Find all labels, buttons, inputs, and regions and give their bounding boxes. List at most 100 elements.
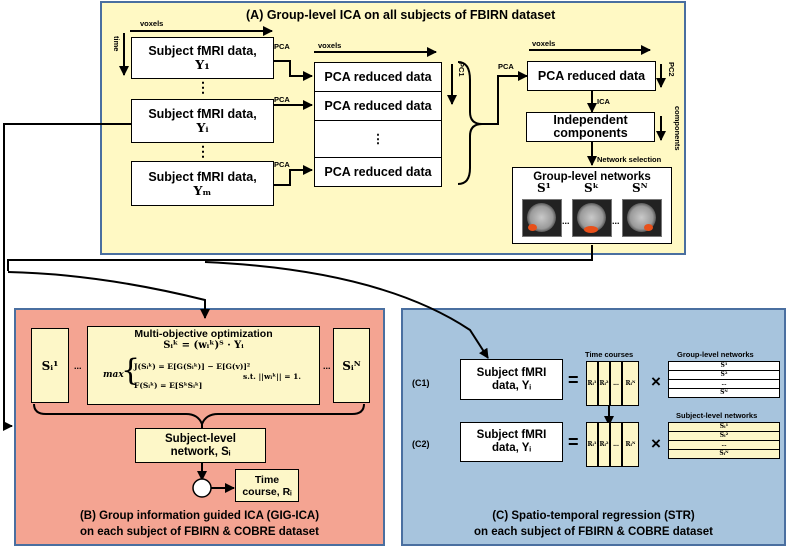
network-sk-label: Sᵏ [584, 181, 599, 195]
pca-reduced-final-text: PCA reduced data [537, 69, 646, 83]
opt-equation-2: J(Sᵢᵏ) = E[G(Sᵢᵏ)] − E[G(v)]² [134, 362, 251, 371]
subject-map-sn-text: Sᵢᴺ [342, 358, 361, 373]
network-sn-label: Sᴺ [632, 181, 648, 195]
group-level-networks-title: Group-level networks [533, 171, 651, 183]
pca-label-1: PCA [274, 42, 290, 51]
independent-components-box: Independent components [526, 112, 655, 142]
axis-time-label: time [112, 36, 121, 52]
c1-equals: = [568, 370, 579, 390]
subject-i-box: Subject fMRI data, Yᵢ [131, 99, 274, 143]
brain-map-1 [522, 199, 562, 237]
c2-time-course-matrix: Rᵢ¹ Rᵢ² ... Rᵢᴺ [586, 422, 639, 467]
independent-components-text: Independent components [553, 113, 628, 140]
subject-level-network-line1: Subject-level [165, 432, 236, 445]
brain-dots-1: ... [562, 216, 570, 226]
c2-subject-line1: Subject fMRI [476, 429, 547, 441]
c1-rdots-text: ... [613, 379, 619, 387]
c1-subject-line2: data, Yᵢ [491, 379, 532, 392]
panel-c-title-line1: (C) Spatio-temporal regression (STR) [492, 510, 695, 522]
c2-s2-text: Sᵢ² [719, 432, 729, 439]
pca-reduced-final: PCA reduced data [527, 61, 656, 91]
c1-rdots: ... [610, 361, 622, 406]
pca-reduced-dots-text: ⋮ [371, 132, 385, 146]
c2-rn-text: Rᵢᴺ [625, 440, 636, 448]
subject-i-line2: Yᵢ [196, 120, 209, 135]
panel-b-dots-right: ... [323, 361, 331, 371]
subject-map-sn: Sᵢᴺ [333, 328, 370, 403]
panel-b-title-line1: (B) Group information guided ICA (GIG-IC… [79, 510, 320, 522]
c1-sn-text: Sᴺ [720, 389, 728, 396]
pca-label-3: PCA [274, 160, 290, 169]
c2-r1: Rᵢ¹ [586, 422, 598, 467]
opt-equation-1: Sᵢᵏ = (wᵢᵏ)ᵀ · Yᵢ [163, 340, 244, 351]
c2-s1-text: Sᵢ¹ [719, 423, 729, 430]
pca-reduced-1: PCA reduced data [314, 62, 442, 92]
subject-i-line1: Subject fMRI data, [148, 107, 257, 121]
subject-map-s1-text: Sᵢ¹ [41, 358, 59, 373]
axis-voxels-label: voxels [140, 19, 164, 28]
c2-subject-box: Subject fMRI data, Yᵢ [460, 422, 563, 462]
subject-1-box: Subject fMRI data, Y₁ [131, 37, 274, 79]
multi-objective-title: Multi-objective optimization [134, 328, 273, 340]
subject-level-network-box: Subject-level network, Sᵢ [135, 428, 266, 463]
c2-rn: Rᵢᴺ [622, 422, 639, 467]
sum-node [192, 478, 212, 498]
c1-network-rows: S¹ S² ... Sᴺ [668, 361, 780, 398]
c1-sn: Sᴺ [668, 388, 780, 398]
opt-constraint: s.t. ||wᵢᵏ|| = 1. [243, 372, 301, 381]
opt-max-label: max [103, 370, 124, 380]
pca-reduced-2: PCA reduced data [314, 91, 442, 121]
c2-rdots-text: ... [613, 440, 619, 448]
pca-reduced-dots: ⋮ [314, 120, 442, 158]
c1-rn: Rᵢᴺ [622, 361, 639, 406]
c2-sn: Sᵢᴺ [668, 449, 780, 459]
subject-level-label: Subject-level networks [676, 411, 758, 420]
subject-dots-1: ⋮ [196, 79, 210, 95]
ica-label: ICA [597, 97, 610, 106]
c2-times: × [651, 434, 661, 453]
multi-objective-box: Multi-objective optimization Sᵢᵏ = (wᵢᵏ)… [87, 326, 320, 405]
c1-r2: Rᵢ² [598, 361, 610, 406]
network-selection-label: Network selection [597, 155, 662, 164]
time-course-line2: course, Rᵢ [242, 485, 292, 498]
brain-map-n [622, 199, 662, 237]
pca-reduced-2-text: PCA reduced data [324, 99, 432, 113]
c1-rn-text: Rᵢᴺ [625, 379, 636, 387]
pca-reduced-m-text: PCA reduced data [324, 165, 432, 179]
subject-map-s1: Sᵢ¹ [31, 328, 69, 403]
pca-label-4: PCA [498, 62, 514, 71]
subject-level-network-line2: network, Sᵢ [170, 445, 231, 458]
c2-r2-text: Rᵢ² [599, 440, 609, 448]
voxels-label-3: voxels [532, 39, 556, 48]
c1-time-course-matrix: Rᵢ¹ Rᵢ² ... Rᵢᴺ [586, 361, 639, 406]
pc2-label: PC2 [667, 62, 676, 77]
pca-label-2: PCA [274, 95, 290, 104]
network-s1-label: S¹ [537, 181, 551, 195]
c2-r2: Rᵢ² [598, 422, 610, 467]
subject-dots-2: ⋮ [196, 143, 210, 159]
c2-sdots-text: ... [721, 442, 727, 448]
subject-m-line2: Yₘ [193, 182, 212, 198]
c1-subject-line1: Subject fMRI [476, 366, 547, 379]
opt-brace: { [121, 353, 141, 388]
c2-network-rows: Sᵢ¹ Sᵢ² ... Sᵢᴺ [668, 422, 780, 459]
c1-label: (C1) [412, 378, 430, 388]
c1-s2-text: S² [720, 371, 728, 378]
voxels-label-2: voxels [318, 41, 342, 50]
panel-b-dots-left: ... [74, 361, 82, 371]
subject-1-line1: Subject fMRI data, [148, 44, 257, 58]
c2-sn-text: Sᵢᴺ [719, 450, 729, 457]
subject-1-line2: Y₁ [195, 57, 210, 72]
subject-m-box: Subject fMRI data, Yₘ [131, 161, 274, 206]
time-courses-label: Time courses [585, 350, 634, 359]
panel-c-title-line2: on each subject of FBIRN & COBRE dataset [474, 526, 713, 538]
c1-times: × [651, 372, 661, 391]
c2-equals: = [568, 432, 579, 452]
pca-reduced-m: PCA reduced data [314, 157, 442, 187]
c2-r1-text: Rᵢ¹ [587, 440, 597, 448]
c2-label: (C2) [412, 439, 430, 449]
c1-subject-box: Subject fMRI data, Yᵢ [460, 359, 563, 400]
brain-dots-2: ... [612, 216, 620, 226]
c1-sdots-text: ... [721, 381, 727, 387]
group-level-label: Group-level networks [677, 350, 754, 359]
